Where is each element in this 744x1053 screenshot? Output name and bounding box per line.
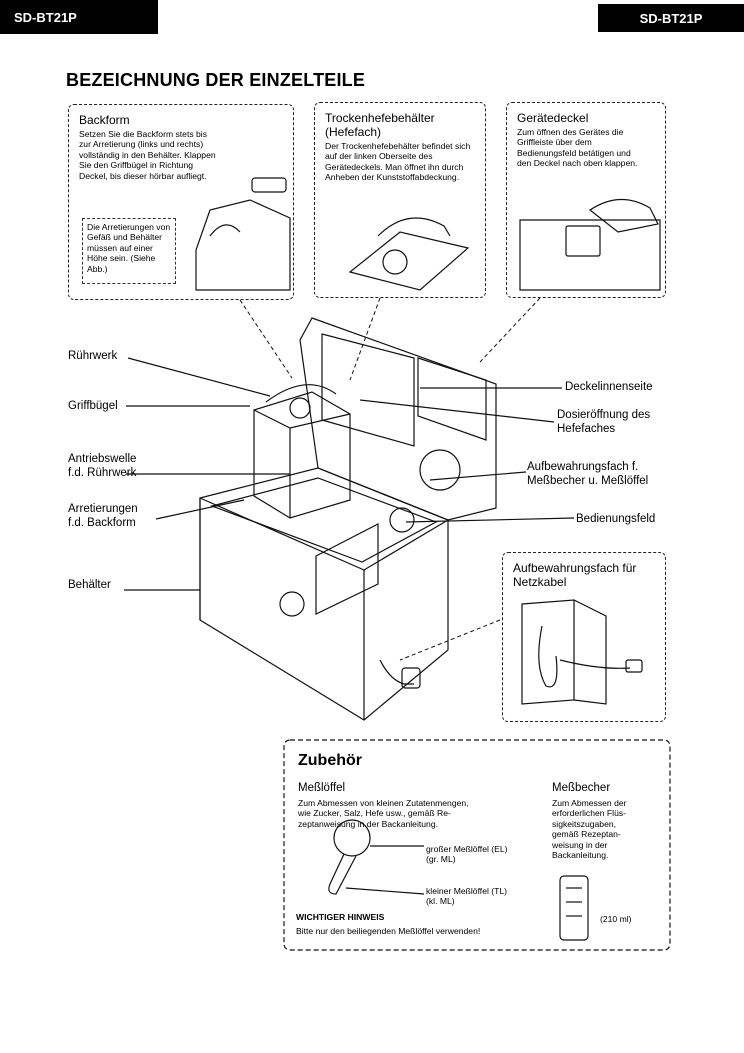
netzkabel-callout: Aufbewahrungsfach für Netzkabel bbox=[502, 552, 666, 722]
messloeffel-text: Zum Abmessen von kleinen Zutatenmengen, … bbox=[298, 798, 469, 829]
messloeffel-title: Meßlöffel bbox=[298, 782, 346, 794]
hefe-text: Der Trockenhefebehälter befindet sich au… bbox=[325, 141, 471, 183]
label-ruehrwerk: Rührwerk bbox=[68, 350, 118, 362]
label-deckelinnenseite: Deckelinnenseite bbox=[565, 381, 653, 393]
label-dosieroeffnung: Dosieröffnung des Hefefaches bbox=[557, 409, 651, 435]
backform-title: Backform bbox=[79, 113, 130, 127]
hinweis-title: WICHTIGER HINWEIS bbox=[296, 912, 385, 922]
hefe-title: Trockenhefebehälter (Hefefach) bbox=[325, 111, 435, 139]
model-text: SD-BT21P bbox=[639, 10, 703, 26]
backform-note-text: Die Arretierungen von Gefäß und Behälter… bbox=[87, 222, 171, 274]
model-label-right: SD-BT21P bbox=[598, 4, 744, 32]
netzkabel-title: Aufbewahrungsfach für Netzkabel bbox=[513, 561, 637, 589]
hefe-callout: Trockenhefebehälter (Hefefach) Der Trock… bbox=[314, 102, 486, 298]
model-text: SD-BT21P bbox=[14, 9, 77, 25]
deckel-text: Zum öffnen des Gerätes die Griffleiste ü… bbox=[517, 127, 638, 169]
zubehor-title: Zubehör bbox=[298, 752, 362, 769]
label-behaelter: Behälter bbox=[68, 579, 111, 591]
messbecher-text: Zum Abmessen der erforderlichen Flüs- si… bbox=[552, 798, 627, 861]
hinweis-text: Bitte nur den beiliegenden Meßlöffel ver… bbox=[296, 926, 481, 936]
label-messbecherfach: Aufbewahrungsfach f. Meßbecher u. Meßlöf… bbox=[527, 461, 649, 487]
deckel-title: Gerätedeckel bbox=[517, 111, 589, 125]
messbecher-title: Meßbecher bbox=[552, 782, 611, 794]
klein-messloeffel: kleiner Meßlöffel (TL) (kl. ML) bbox=[426, 886, 508, 907]
label-arretierungen: Arretierungen f.d. Backform bbox=[68, 503, 138, 529]
label-bedienungsfeld: Bedienungsfeld bbox=[576, 513, 656, 525]
deckel-callout: Gerätedeckel Zum öffnen des Gerätes die … bbox=[506, 102, 666, 298]
label-antriebswelle: Antriebswelle f.d. Rührwerk bbox=[68, 453, 137, 479]
page-title: BEZEICHNUNG DER EINZELTEILE bbox=[66, 70, 366, 90]
backform-note: Die Arretierungen von Gefäß und Behälter… bbox=[82, 218, 176, 284]
gross-messloeffel: großer Meßlöffel (EL) (gr. ML) bbox=[426, 844, 508, 865]
backform-text: Setzen Sie die Backform stets bis zur Ar… bbox=[79, 129, 216, 181]
model-label-left: SD-BT21P bbox=[0, 0, 158, 34]
messbecher-volume: (210 ml) bbox=[600, 914, 632, 924]
label-griffbuegel: Griffbügel bbox=[68, 400, 118, 412]
